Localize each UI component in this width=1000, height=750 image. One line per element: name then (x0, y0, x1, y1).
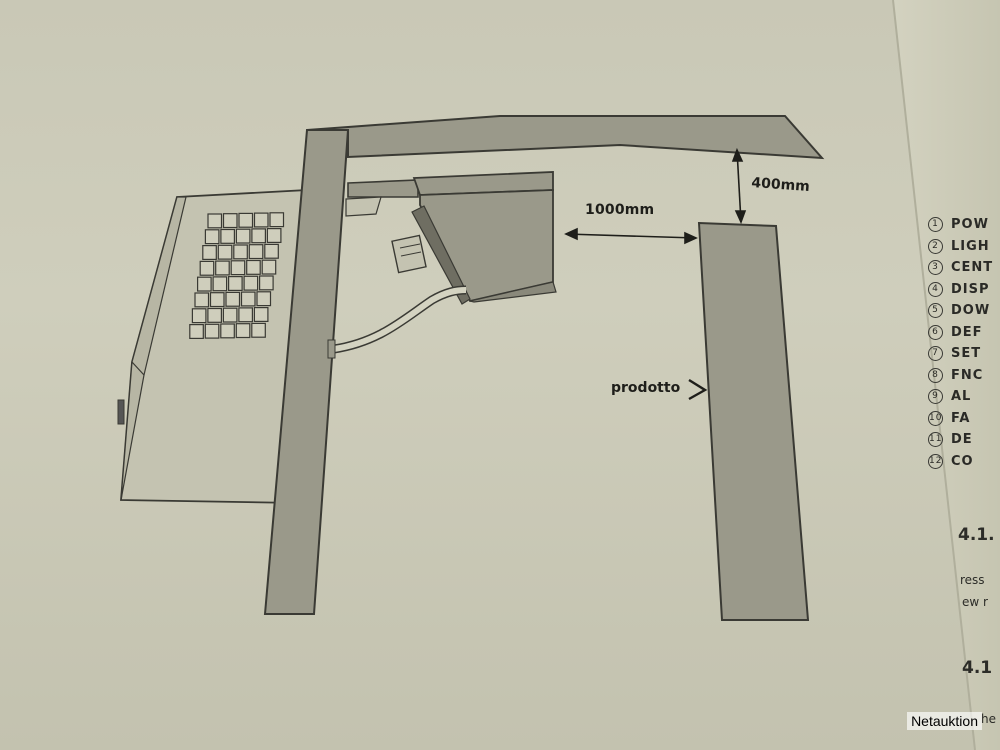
vent-cell (261, 259, 277, 275)
vent-cell (225, 291, 241, 307)
vent-cell (215, 260, 230, 276)
vent-cell (217, 244, 233, 260)
vent-cell (238, 212, 254, 228)
vent-grid (189, 212, 285, 340)
vent-cell (222, 213, 238, 229)
vent-cell (269, 212, 285, 228)
vent-cell (204, 323, 220, 339)
vent-cell (259, 275, 274, 291)
section-heading: 4.1. (958, 525, 995, 545)
vent-cell (191, 308, 207, 324)
vent-cell (248, 244, 264, 260)
vent-cell (264, 243, 279, 259)
dimension-vertical (731, 147, 747, 225)
vent-cell (251, 228, 266, 244)
dimension-label-horizontal: 1000mm (585, 202, 655, 218)
vent-cell (233, 244, 248, 260)
cable (327, 285, 467, 359)
vent-cell (256, 291, 272, 307)
product-arrow-icon (688, 378, 708, 401)
vent-cell (253, 307, 269, 323)
dimension-horizontal (564, 227, 698, 245)
vent-cell (266, 228, 282, 244)
vent-cell (230, 260, 246, 276)
vent-cell (251, 322, 266, 338)
vent-cell (253, 212, 269, 228)
product-label: prodotto (611, 380, 681, 396)
vent-cell (243, 275, 259, 291)
vent-cell (238, 307, 253, 323)
vent-cell (246, 259, 261, 275)
vent-cell (207, 307, 222, 323)
vent-cell (222, 307, 238, 323)
vent-cell (228, 276, 243, 292)
vent-cell (207, 213, 223, 229)
vent-cell (212, 276, 228, 292)
body-text-fragment: ress (960, 573, 985, 587)
vent-cell (194, 292, 210, 308)
vent-cell (235, 228, 251, 244)
vent-cell (189, 324, 204, 340)
vent-cell (197, 276, 212, 292)
sensor-unit (345, 171, 557, 305)
watermark: Netauktion (907, 712, 982, 730)
vent-cell (235, 323, 251, 339)
vent-cell (220, 323, 235, 339)
body-text-fragment: ew r (962, 595, 988, 609)
vent-cell (204, 229, 220, 245)
vent-cell (199, 260, 215, 276)
vent-cell (220, 228, 235, 244)
body-text-fragment: he (981, 712, 996, 726)
product-column (697, 221, 810, 621)
vent-cell (240, 291, 256, 307)
machine-housing (117, 189, 309, 504)
section-heading: 4.1 (962, 658, 993, 678)
support-arm-frame (263, 115, 825, 615)
vent-cell (209, 292, 225, 308)
vent-cell (202, 245, 217, 261)
